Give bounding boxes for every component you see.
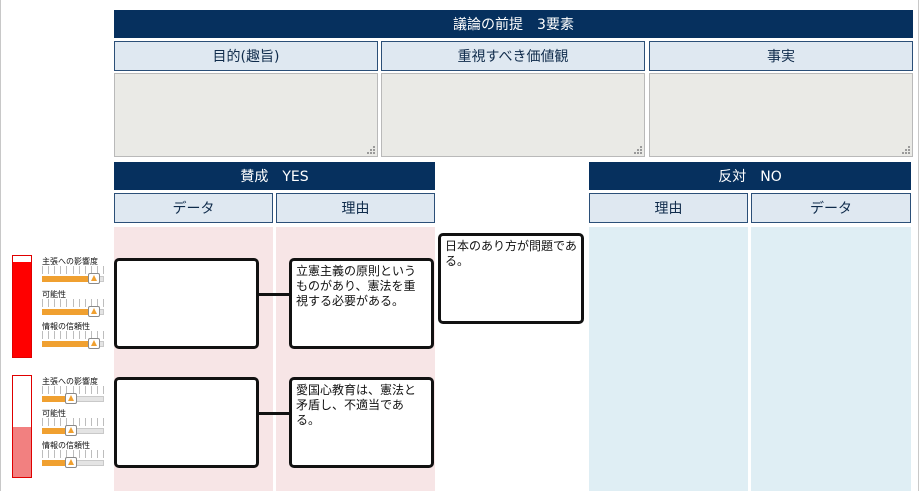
slider-ticks	[42, 386, 104, 395]
premise-title: 議論の前提 3要素	[114, 10, 913, 38]
slider-fill	[42, 309, 94, 315]
strength-gauge-fill	[13, 262, 31, 357]
premise-header-purpose: 目的(趣旨)	[114, 41, 378, 71]
strength-gauge	[12, 375, 32, 478]
strength-gauge-fill	[13, 426, 31, 477]
con-header-data: データ	[751, 193, 911, 223]
card-connector	[259, 293, 290, 296]
premise-purpose-field[interactable]	[114, 73, 378, 157]
slider-thumb-icon[interactable]	[65, 457, 77, 468]
pro-data-card[interactable]	[114, 258, 259, 349]
reliability-label: 情報の信頼性	[42, 322, 90, 331]
reliability-slider[interactable]	[42, 331, 104, 349]
slider-fill	[42, 276, 94, 282]
impact-slider[interactable]	[42, 266, 104, 284]
strength-gauge	[12, 255, 32, 358]
premise-header-values: 重視すべき価値観	[381, 41, 645, 71]
resize-grip-icon[interactable]	[902, 146, 910, 154]
claim-text: 日本のあり方が問題である。	[445, 239, 577, 268]
impact-label: 主張への影響度	[42, 377, 98, 386]
pro-reason-card-text: 愛国心教育は、憲法と矛盾し、不適当である。	[296, 383, 417, 427]
slider-thumb-icon[interactable]	[88, 338, 100, 349]
resize-grip-icon[interactable]	[634, 146, 642, 154]
con-header-reason: 理由	[589, 193, 748, 223]
premise-header-facts: 事実	[649, 41, 913, 71]
premise-facts-field[interactable]	[649, 73, 913, 157]
impact-slider[interactable]	[42, 386, 104, 404]
premise-values-field[interactable]	[381, 73, 645, 157]
slider-ticks	[42, 418, 104, 427]
slider-fill	[42, 428, 71, 434]
slider-thumb-icon[interactable]	[88, 306, 100, 317]
slider-ticks	[42, 299, 104, 308]
pro-data-card[interactable]	[114, 377, 259, 468]
impact-label: 主張への影響度	[42, 257, 98, 266]
slider-thumb-icon[interactable]	[65, 393, 77, 404]
pro-header-reason: 理由	[276, 193, 435, 223]
possibility-label: 可能性	[42, 409, 66, 418]
pro-reason-card-text: 立憲主義の原則というものがあり、憲法を重視する必要がある。	[296, 264, 417, 308]
slider-ticks	[42, 331, 104, 340]
slider-ticks	[42, 266, 104, 275]
reliability-slider[interactable]	[42, 450, 104, 468]
pro-reason-card[interactable]: 立憲主義の原則というものがあり、憲法を重視する必要がある。	[289, 258, 434, 349]
left-frame-border	[0, 0, 1, 491]
pro-header-data: データ	[114, 193, 273, 223]
slider-ticks	[42, 450, 104, 459]
con-reason-column	[589, 227, 748, 491]
claim-card[interactable]: 日本のあり方が問題である。	[438, 233, 584, 324]
possibility-slider[interactable]	[42, 418, 104, 436]
slider-fill	[42, 396, 71, 402]
con-data-column	[751, 227, 911, 491]
possibility-label: 可能性	[42, 290, 66, 299]
slider-thumb-icon[interactable]	[65, 425, 77, 436]
pro-title: 賛成 YES	[114, 162, 435, 190]
slider-fill	[42, 460, 71, 466]
reliability-label: 情報の信頼性	[42, 441, 90, 450]
slider-fill	[42, 341, 94, 347]
card-connector	[259, 412, 290, 415]
slider-thumb-icon[interactable]	[88, 273, 100, 284]
resize-grip-icon[interactable]	[367, 146, 375, 154]
right-frame-border	[918, 0, 919, 491]
con-title: 反対 NO	[589, 162, 911, 190]
pro-reason-card[interactable]: 愛国心教育は、憲法と矛盾し、不適当である。	[289, 377, 434, 468]
possibility-slider[interactable]	[42, 299, 104, 317]
